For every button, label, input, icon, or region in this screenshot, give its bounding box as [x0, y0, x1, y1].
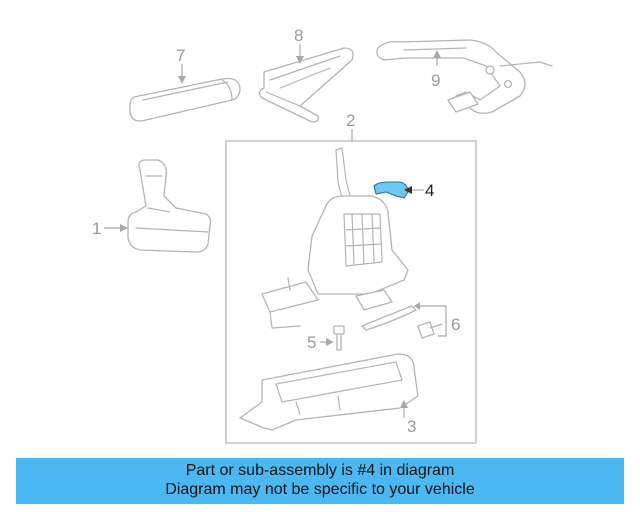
callout-1: 1	[92, 219, 101, 238]
arrow-7	[178, 76, 186, 84]
callout-7: 7	[176, 46, 185, 65]
arrow-1	[120, 224, 128, 232]
callout-8: 8	[294, 26, 303, 45]
part-3-base-tray	[239, 353, 419, 431]
arrow-4	[404, 186, 412, 194]
part-8-bracket	[258, 47, 354, 123]
part-6-bracket-bolt	[361, 305, 443, 339]
callout-3: 3	[407, 417, 416, 436]
banner-line-2: Diagram may not be specific to your vehi…	[165, 481, 475, 498]
callout-9: 9	[431, 71, 440, 90]
part-2-frame	[225, 140, 477, 444]
arrow-3	[400, 400, 408, 408]
shifter-mechanism	[261, 147, 409, 329]
callout-2: 2	[346, 111, 355, 130]
part-1-shifter-assembly	[127, 159, 212, 253]
callout-4: 4	[425, 181, 434, 200]
part-5-bolt	[333, 325, 345, 351]
part-9-brake-lever	[376, 39, 553, 114]
info-banner: Part or sub-assembly is #4 in diagram Di…	[16, 458, 624, 504]
arrow-5	[326, 338, 334, 346]
arrow-8	[296, 56, 304, 64]
callout-5: 5	[307, 333, 316, 352]
part-7-cover	[129, 77, 241, 122]
leader-6	[420, 305, 447, 337]
arrow-6	[414, 302, 420, 310]
part-4-highlighted	[373, 181, 409, 199]
callout-6: 6	[451, 315, 460, 334]
arrow-9	[433, 50, 441, 58]
banner-line-1: Part or sub-assembly is #4 in diagram	[185, 462, 455, 479]
